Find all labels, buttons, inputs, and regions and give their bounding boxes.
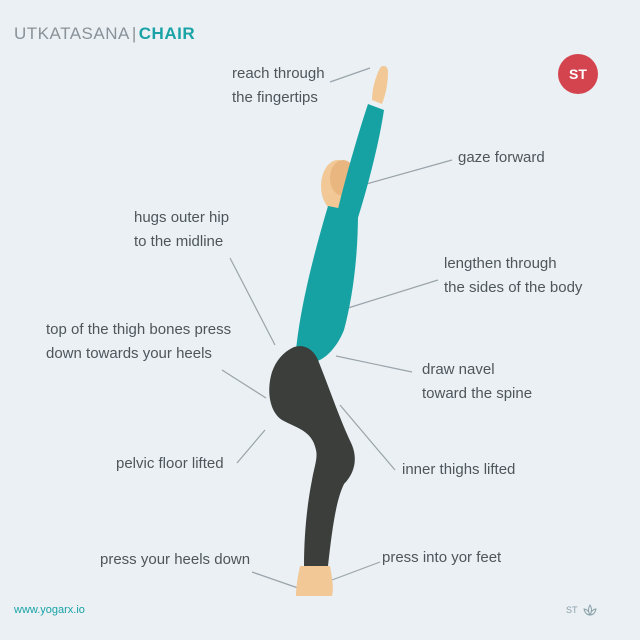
pants — [269, 346, 355, 566]
leader-inner — [339, 404, 396, 471]
leader-heels — [251, 571, 299, 589]
torso — [296, 206, 358, 362]
logo-badge: ST — [558, 54, 598, 94]
leader-lengthen — [347, 279, 439, 309]
footer-url: www.yogarx.io — [14, 604, 85, 616]
pose-sanskrit-name: UTKATASANA — [14, 24, 130, 43]
footer-logo-text: ST — [566, 605, 578, 615]
pose-english-name: CHAIR — [138, 24, 196, 43]
label-gaze: gaze forward — [458, 149, 545, 166]
leader-feet — [331, 561, 381, 581]
label-feet: press into yor feet — [382, 549, 502, 566]
leader-thigh — [221, 369, 267, 399]
leader-navel — [335, 355, 413, 373]
leader-hugs — [229, 257, 276, 346]
leader-gaze — [351, 159, 453, 189]
label-inner: inner thighs lifted — [402, 461, 516, 478]
arms — [334, 104, 384, 230]
lotus-icon — [582, 604, 597, 616]
feet — [296, 566, 333, 596]
footer-logo: ST — [566, 604, 598, 616]
label-pelvic: pelvic floor lifted — [116, 455, 224, 472]
leader-pelvic — [236, 429, 266, 464]
pose-title: UTKATASANA|CHAIR — [14, 24, 196, 43]
hands — [372, 65, 388, 104]
leader-lines — [221, 67, 453, 589]
label-heels: press your heels down — [100, 551, 251, 568]
leader-reach — [329, 67, 371, 83]
